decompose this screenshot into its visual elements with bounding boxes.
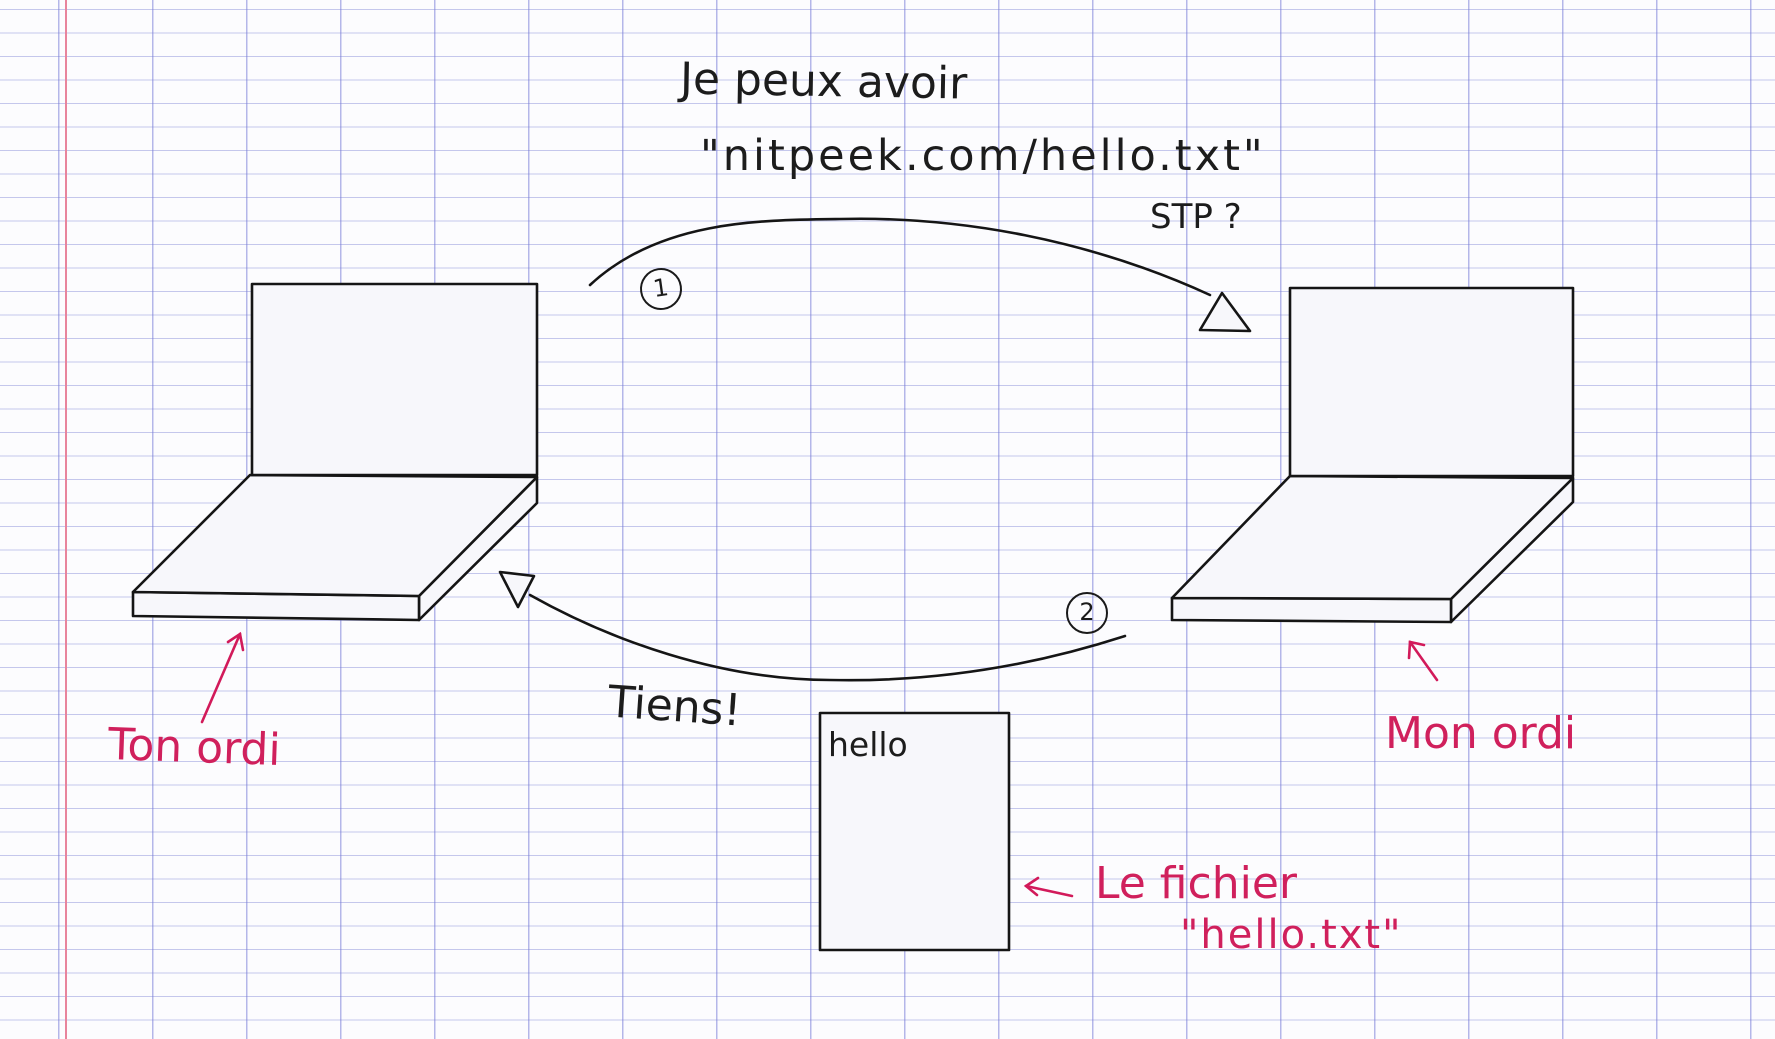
file-pointer-arrow — [1023, 876, 1074, 898]
file-caption-line1: Le fichier — [1095, 858, 1297, 909]
request-text-please: STP ? — [1150, 197, 1242, 237]
laptop-client — [131, 282, 539, 622]
file-document — [818, 711, 1011, 952]
client-pointer-arrow — [200, 631, 245, 724]
response-arrow-curve — [528, 593, 1127, 682]
request-text-line1: Je peux avoir — [679, 53, 968, 110]
request-text-url: "nitpeek.com/hello.txt" — [700, 131, 1266, 181]
server-pointer-arrow — [1407, 640, 1439, 682]
request-arrow-head — [1198, 291, 1252, 333]
laptop-server-keyboard-top — [1170, 474, 1575, 601]
request-arrow — [588, 217, 1252, 333]
laptop-server-keyboard-front — [1170, 596, 1453, 624]
laptop-client-screen — [250, 282, 539, 477]
laptop-client-keyboard-top — [131, 473, 539, 598]
response-arrow — [498, 570, 1127, 682]
response-arrow-head — [498, 570, 536, 609]
response-step-marker: 2 — [1066, 592, 1108, 634]
response-text: Tiens! — [606, 676, 743, 737]
laptop-server-screen — [1288, 286, 1575, 478]
client-label: Ton ordi — [107, 719, 282, 776]
request-arrow-curve — [588, 217, 1212, 297]
file-content-text: hello — [828, 725, 908, 764]
file-caption-line2: "hello.txt" — [1180, 912, 1403, 958]
server-label: Mon ordi — [1385, 708, 1577, 759]
laptop-server — [1170, 286, 1575, 624]
